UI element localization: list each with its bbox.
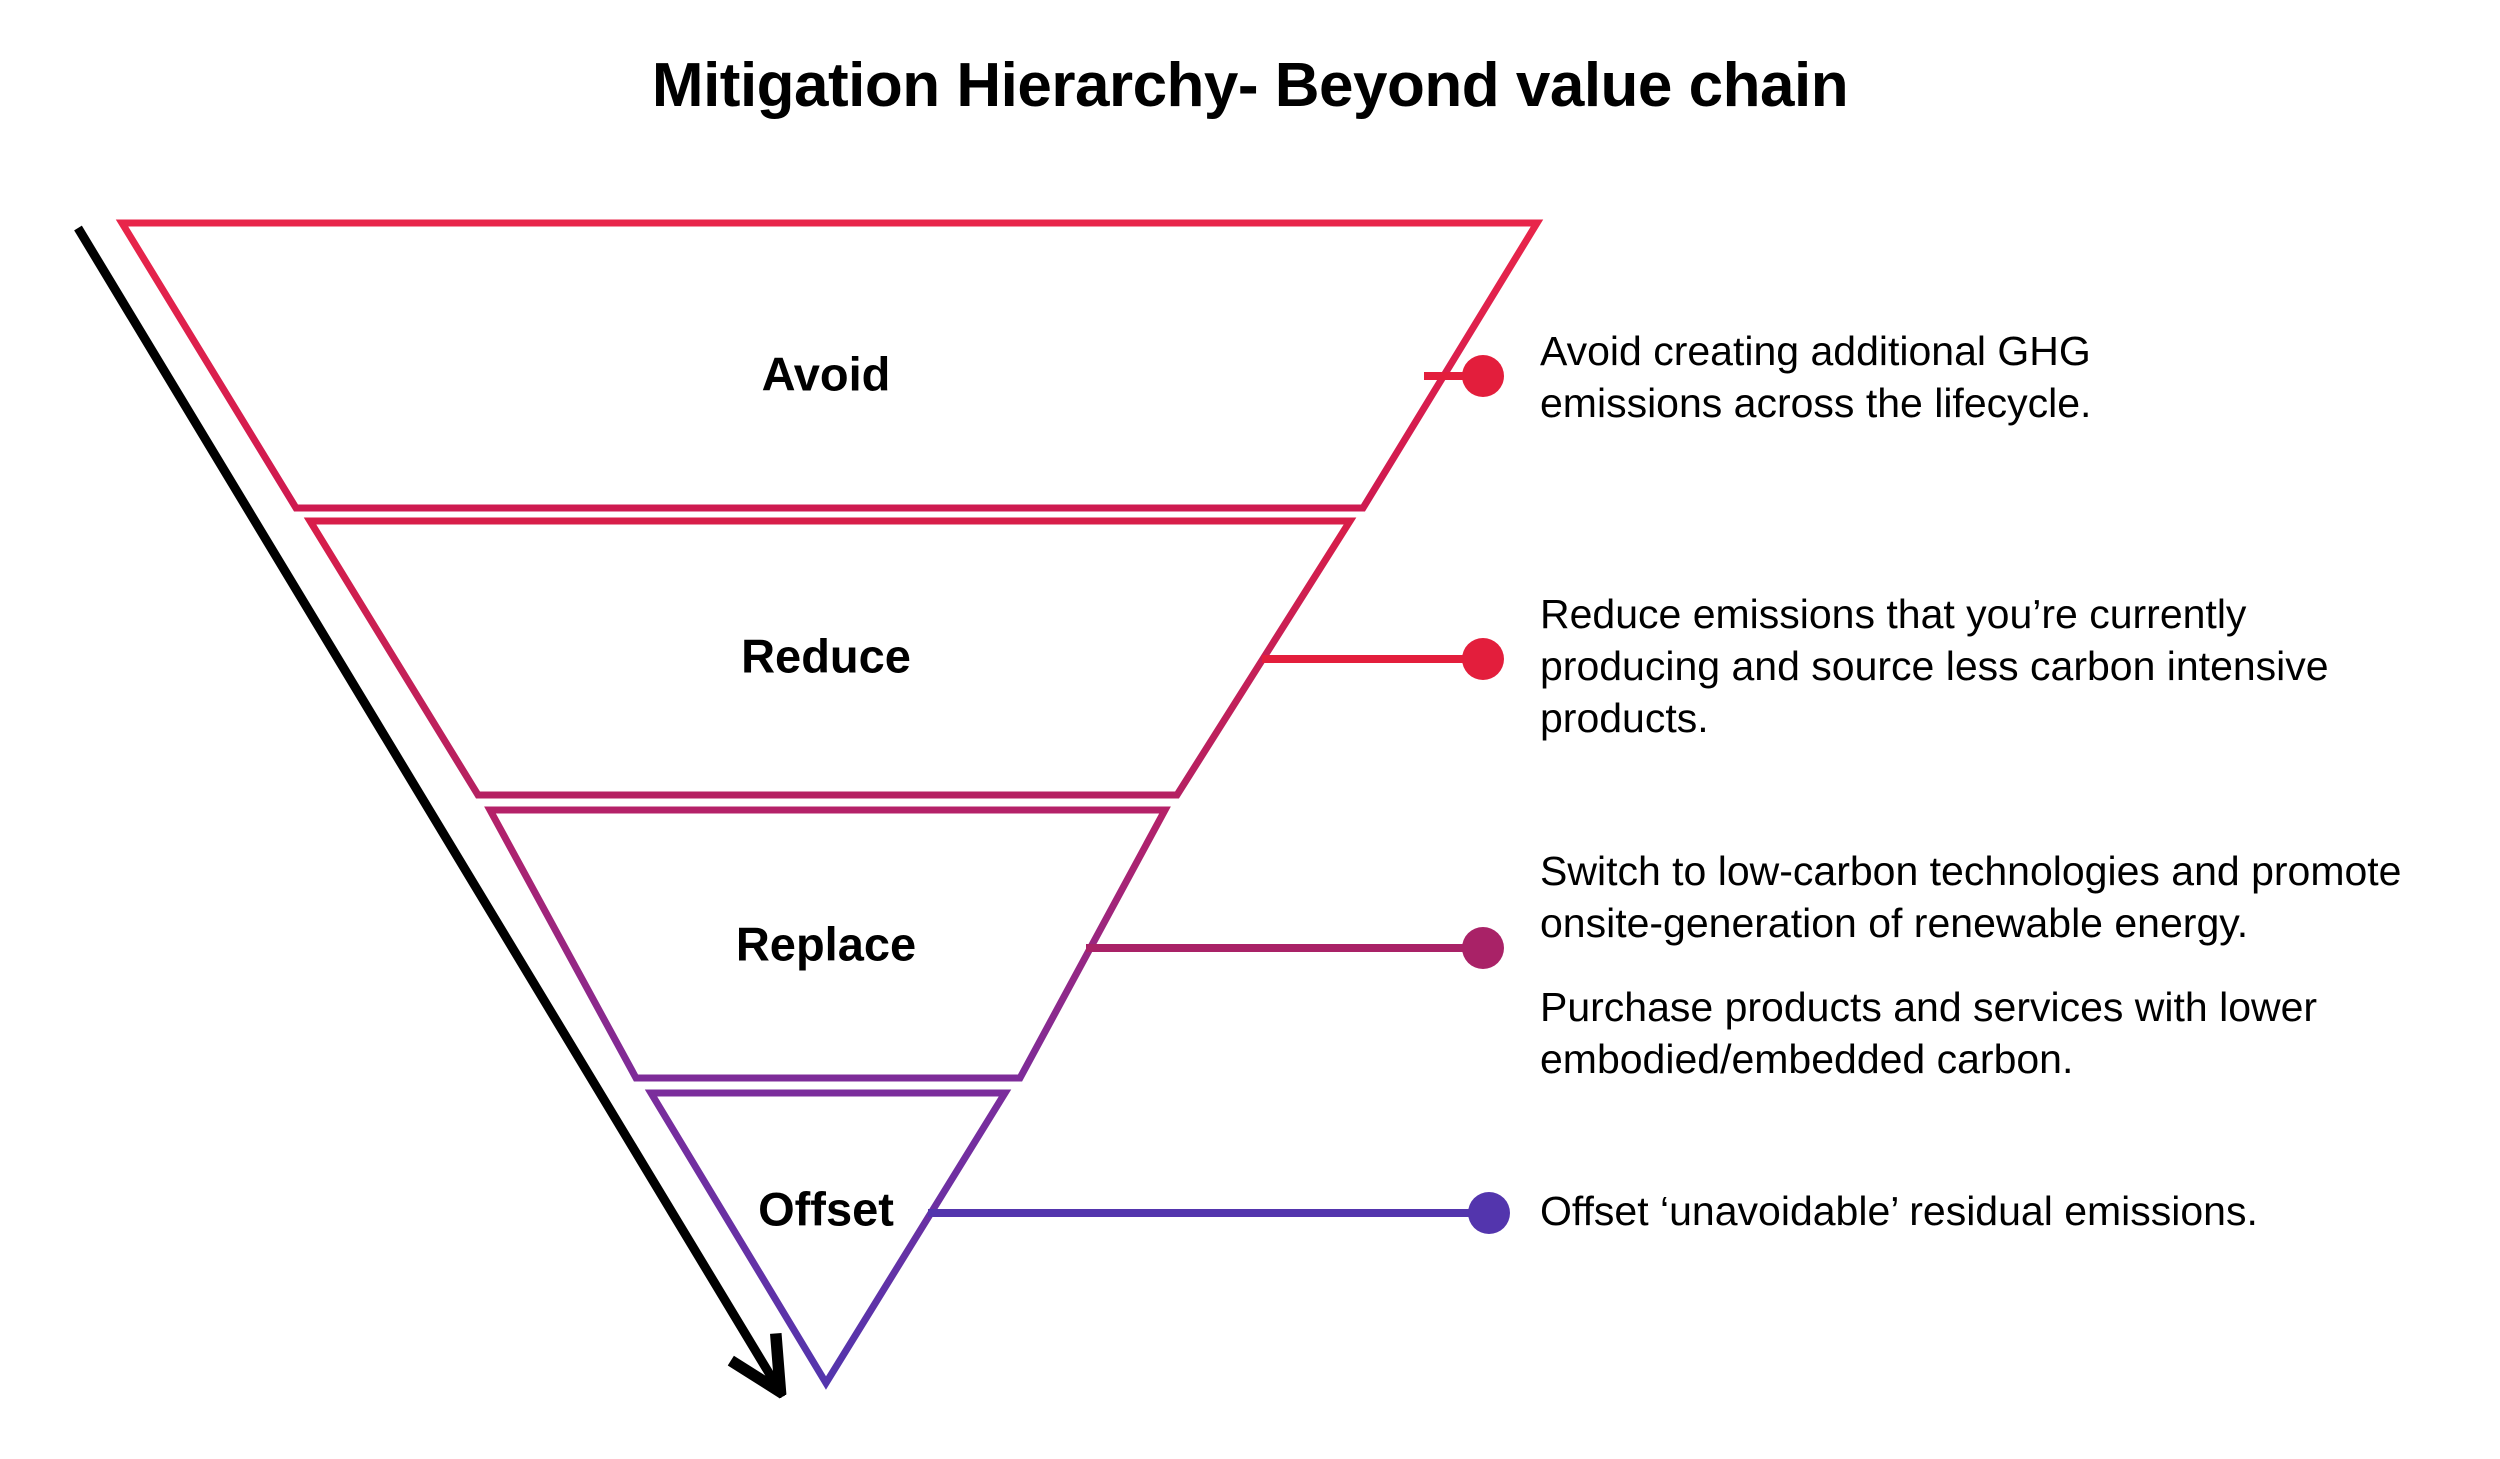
annotation-block-avoid: Avoid creating additional GHG emissions … xyxy=(1540,325,2240,429)
annotation-block-replace: Switch to low-carbon technologies and pr… xyxy=(1540,845,2480,1085)
funnel-band-label-reduce: Reduce xyxy=(741,629,911,682)
page-title: Mitigation Hierarchy- Beyond value chain xyxy=(651,51,1849,120)
funnel-band-reduce[interactable] xyxy=(303,517,1357,799)
bullet-dot-avoid[interactable] xyxy=(1462,355,1504,397)
annotation-text: Offset ‘unavoidable’ residual emissions. xyxy=(1540,1188,2258,1234)
funnel-band-replace[interactable] xyxy=(484,806,1171,1082)
funnel-band-avoid[interactable] xyxy=(115,219,1544,512)
funnel-band-label-replace: Replace xyxy=(736,917,916,970)
funnel-band-offset[interactable] xyxy=(644,1089,1012,1390)
annotation-text: Purchase products and services with lowe… xyxy=(1540,984,2318,1083)
annotation-block-reduce: Reduce emissions that you’re currently p… xyxy=(1540,588,2340,744)
annotation-text: Reduce emissions that you’re currently p… xyxy=(1540,591,2329,742)
annotation-block-offset: Offset ‘unavoidable’ residual emissions. xyxy=(1540,1185,2440,1237)
funnel-band-label-offset: Offset xyxy=(758,1182,894,1235)
annotation-text: Switch to low-carbon technologies and pr… xyxy=(1540,848,2402,947)
direction-arrow xyxy=(74,225,775,1383)
bullet-dot-reduce[interactable] xyxy=(1462,638,1504,680)
annotation-text: Avoid creating additional GHG emissions … xyxy=(1540,328,2092,427)
bullet-dot-offset[interactable] xyxy=(1468,1192,1510,1234)
bullet-dot-replace[interactable] xyxy=(1462,927,1504,969)
funnel-band-label-avoid: Avoid xyxy=(762,347,891,400)
